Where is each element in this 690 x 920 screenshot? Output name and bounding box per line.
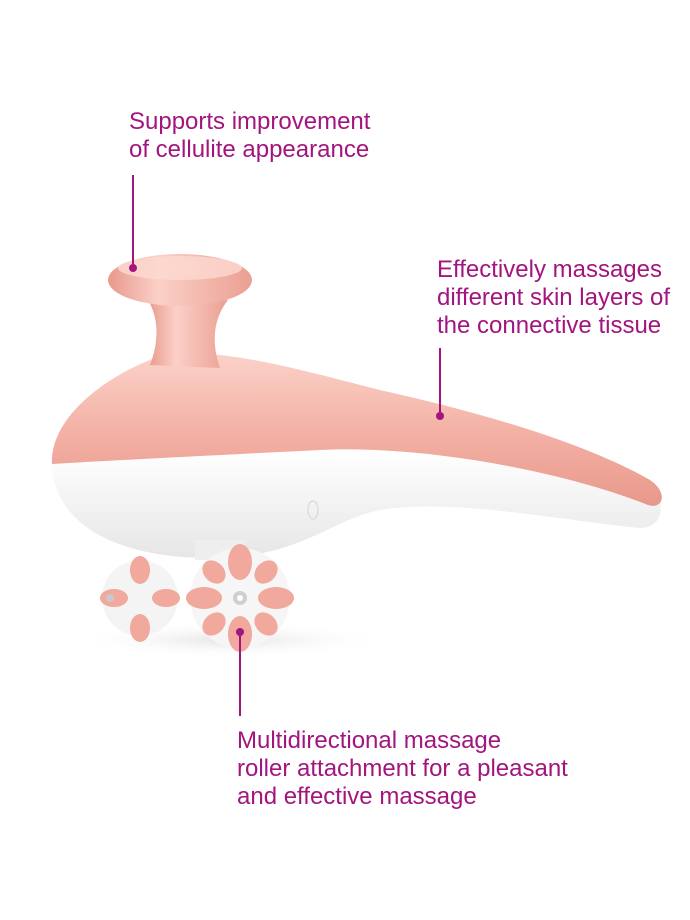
roller-wheel-right xyxy=(186,544,294,652)
callout-skin-layers: Effectively massages different skin laye… xyxy=(437,256,670,340)
white-base-shell xyxy=(52,451,661,558)
callout-cellulite-line: Supports improvement xyxy=(129,108,371,135)
callout-roller-line: and effective massage xyxy=(237,783,477,810)
callout-cellulite-line: of cellulite appearance xyxy=(129,136,370,163)
callout-skin-layers-line: the connective tissue xyxy=(437,312,662,339)
callout-cellulite: Supports improvement of cellulite appear… xyxy=(129,108,370,164)
pink-body-shell xyxy=(51,353,662,506)
callout-skin-layers-line: Effectively massages xyxy=(437,256,662,283)
leader-dot-skin-layers xyxy=(436,412,444,420)
knob-top-highlight xyxy=(118,256,242,280)
roller-wheel-left xyxy=(100,556,180,642)
callout-roller-line: roller attachment for a pleasant xyxy=(237,755,568,782)
leader-dot-cellulite xyxy=(129,264,137,272)
power-button xyxy=(307,500,319,520)
callout-skin-layers-line: different skin layers of xyxy=(437,284,671,311)
leader-dot-roller xyxy=(236,628,244,636)
knob-neck xyxy=(148,300,228,368)
callout-roller-line: Multidirectional massage xyxy=(237,727,502,754)
callout-roller: Multidirectional massage roller attachme… xyxy=(237,727,568,811)
